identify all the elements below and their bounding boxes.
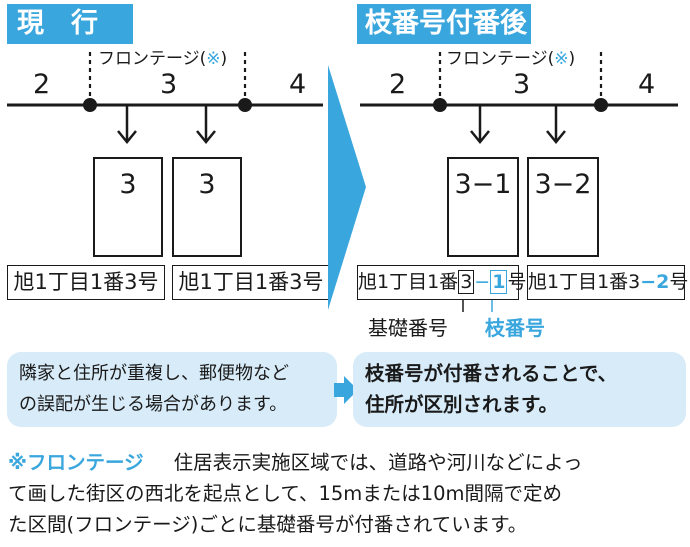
left-house-2-number: 3 (198, 169, 216, 200)
right-house-2: 3−2 (527, 157, 599, 257)
right-arrow-2-head (546, 130, 566, 144)
base-number-label: 基礎番号 (368, 316, 448, 340)
problem-line-2: の誤配が生じる場合があります。 (19, 394, 288, 415)
left-frontage-mark: ※ (206, 49, 221, 69)
current-header: 現 行 (7, 4, 133, 44)
current-header-text: 現 行 (17, 8, 98, 39)
footnote-line-1: ※フロンテージ 住居表示実施区域では、道路や河川などによっ (8, 448, 688, 478)
left-frontage-text: フロンテージ( (98, 49, 207, 69)
left-address-2-text: 旭1丁目1番3号 (178, 270, 324, 294)
left-arrow-1-head (117, 130, 137, 144)
right-number-3: 3 (513, 69, 531, 100)
solution-line-2: 住所が区別されます。 (365, 393, 559, 416)
left-house-1-number: 3 (119, 169, 137, 200)
right-address-1-branch: 1 (490, 270, 508, 294)
footnote-mark: ※フロンテージ (8, 451, 144, 474)
transition-chevron-icon (328, 65, 366, 310)
right-address-1-dash: − (474, 271, 491, 293)
right-road-svg (360, 52, 678, 312)
left-road-dot-1 (83, 98, 97, 112)
footnote-line-2: て画した街区の西北を起点として、15mまたは10m間隔で定め (8, 482, 563, 505)
left-road-svg (7, 52, 323, 144)
after-header: 枝番号付番後 (357, 4, 531, 44)
left-number-4: 4 (289, 69, 307, 100)
left-road-dot-2 (238, 98, 252, 112)
left-address-1-text: 旭1丁目1番3号 (13, 270, 159, 294)
right-frontage-label: フロンテージ(※) (446, 48, 575, 70)
left-address-2: 旭1丁目1番3号 (172, 265, 330, 300)
left-number-3: 3 (160, 69, 178, 100)
after-header-text: 枝番号付番後 (365, 8, 527, 39)
right-frontage-close: ) (568, 49, 576, 69)
footnote-line-3: た区間(フロンテージ)ごとに基礎番号が付番されています。 (8, 513, 528, 536)
right-house-1-number: 3−1 (454, 169, 512, 200)
left-arrow-2-head (196, 130, 216, 144)
branch-number-label: 枝番号 (485, 316, 545, 340)
problem-bubble: 隣家と住所が重複し、郵便物など の誤配が生じる場合があります。 (7, 352, 337, 427)
bubble-arrow-icon (334, 376, 358, 404)
problem-line-1: 隣家と住所が重複し、郵便物など (19, 363, 289, 384)
solution-bubble: 枝番号が付番されることで、 住所が区別されます。 (353, 352, 686, 427)
right-address-2-suffix: 号 (669, 271, 689, 293)
right-number-4: 4 (638, 69, 656, 100)
left-address-1: 旭1丁目1番3号 (7, 265, 165, 300)
right-address-2: 旭1丁目1番3−2号 (527, 265, 689, 300)
right-address-1-suffix: 号 (507, 271, 527, 293)
right-address-1-base: 3 (458, 270, 475, 294)
right-frontage-mark: ※ (554, 49, 569, 69)
right-house-1: 3−1 (447, 157, 519, 257)
left-house-2: 3 (172, 157, 242, 257)
right-address-2-branch: −2 (640, 271, 670, 293)
left-frontage-label: フロンテージ(※) (98, 48, 227, 70)
right-address-2-prefix: 旭1丁目1番3 (528, 271, 641, 293)
right-arrow-1-head (470, 130, 490, 144)
right-frontage-text: フロンテージ( (446, 49, 555, 69)
right-road-dot-1 (433, 98, 447, 112)
left-frontage-close: ) (220, 49, 228, 69)
right-road-dot-2 (594, 98, 608, 112)
solution-line-1: 枝番号が付番されることで、 (365, 362, 618, 385)
right-number-2: 2 (389, 69, 407, 100)
footnote-text-1: 住居表示実施区域では、道路や河川などによっ (173, 451, 583, 474)
left-number-2: 2 (33, 69, 51, 100)
right-house-2-number: 3−2 (534, 169, 592, 200)
left-house-1: 3 (93, 157, 163, 257)
right-address-1-prefix: 旭1丁目1番 (358, 271, 459, 293)
